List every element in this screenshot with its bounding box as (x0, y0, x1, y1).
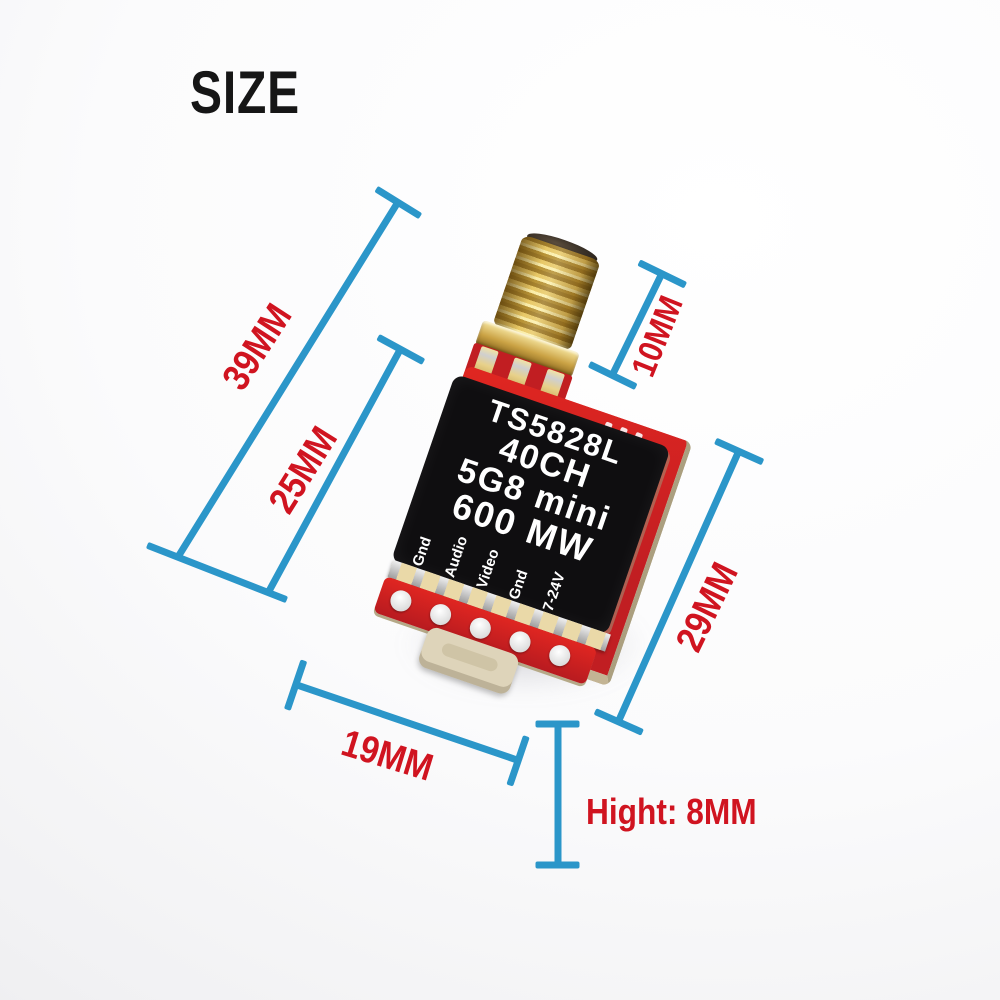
tick-mark (713, 437, 765, 466)
dimension-label-height: Hight: 8MM (586, 791, 757, 832)
pin-label-audio: Audio (441, 533, 472, 580)
tick-mark (535, 861, 580, 869)
pin-label-gnd2: Gnd (505, 567, 532, 602)
pin-label-power: 7-24V (539, 570, 569, 614)
pin-label-gnd: Gnd (409, 534, 436, 569)
solder-pad (506, 628, 534, 656)
tab-slot (440, 641, 500, 673)
tick-mark (283, 659, 308, 711)
solder-pad (427, 601, 454, 628)
solder-pad (387, 587, 415, 615)
dimension-line-height (535, 720, 580, 869)
tick-mark (376, 333, 426, 365)
solder-pad (546, 642, 574, 669)
tick-mark (535, 720, 580, 728)
dimension-label-39mm: 39MM (214, 296, 301, 398)
page-title: SIZE (190, 59, 300, 126)
tick-mark (506, 735, 530, 787)
tick-mark (374, 185, 423, 220)
dimension-baseline-bar (145, 541, 289, 604)
solder-pad (466, 614, 494, 642)
pin-label-video: Video (473, 546, 503, 591)
